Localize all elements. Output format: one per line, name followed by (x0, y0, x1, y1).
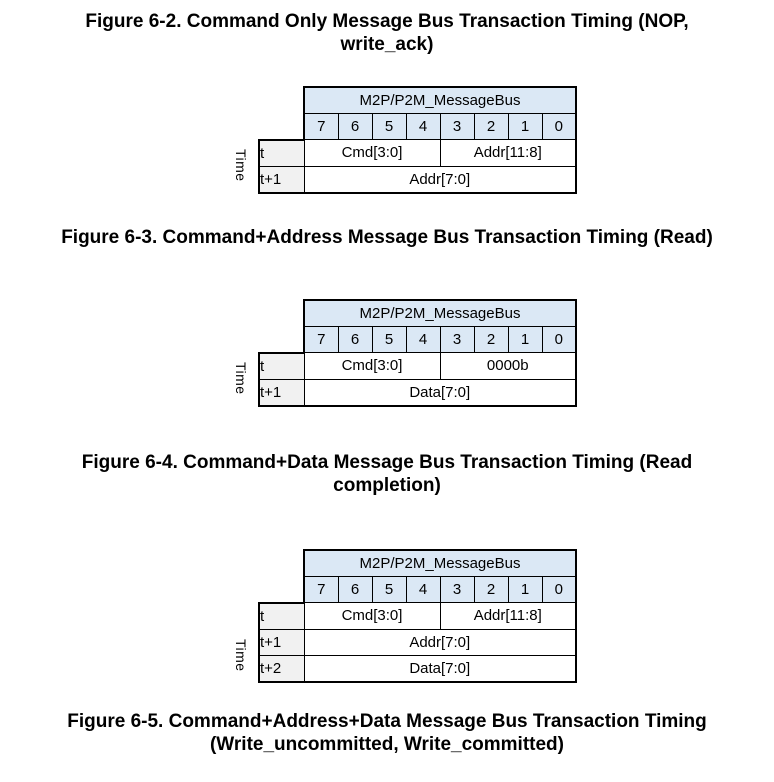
bit-cell: 7 (303, 576, 339, 603)
bit-cell: 6 (337, 576, 373, 603)
time-slot-cell: t (258, 601, 305, 630)
field-cell: Cmd[3:0] (303, 139, 441, 167)
caption-line: Figure 6-3. Command+Address Message Bus … (61, 227, 713, 248)
field-cell: Data[7:0] (303, 378, 577, 407)
time-slot-cell: t+1 (258, 165, 305, 194)
field-cell: Cmd[3:0] (303, 602, 441, 630)
corner-spacer (259, 300, 304, 327)
figure-6-3-caption: Figure 6-3. Command+Address Message Bus … (0, 226, 774, 249)
bus-name-row: M2P/P2M_MessageBus (259, 86, 577, 114)
bit-cell: 0 (541, 326, 577, 353)
bus-name-cell: M2P/P2M_MessageBus (303, 299, 577, 327)
bus-name-cell: M2P/P2M_MessageBus (303, 86, 577, 114)
corner-spacer (259, 87, 304, 114)
bit-cell: 4 (405, 326, 441, 353)
corner-spacer (259, 327, 304, 353)
figure-6-2-caption: Figure 6-2. Command Only Message Bus Tra… (0, 10, 774, 56)
time-slot-cell: t (258, 351, 305, 380)
caption-line: Figure 6-5. Command+Address+Data Message… (67, 711, 707, 732)
message-bus-table: M2P/P2M_MessageBus 7 6 5 4 3 2 1 0 t Cmd… (258, 549, 577, 683)
time-slot-cell: t+1 (258, 628, 305, 656)
bit-cell: 6 (337, 326, 373, 353)
bit-cell: 2 (473, 113, 509, 140)
table-row: t+1 Addr[7:0] (258, 628, 577, 656)
field-cell: Addr[7:0] (303, 165, 577, 194)
corner-spacer (259, 550, 304, 577)
caption-line: Figure 6-4. Command+Data Message Bus Tra… (81, 452, 693, 473)
field-cell: Addr[11:8] (439, 139, 577, 167)
bit-cell: 3 (439, 113, 475, 140)
timing-diagram-command-address: Time M2P/P2M_MessageBus 7 6 5 4 3 2 1 0 … (233, 299, 577, 407)
table-row: t+2 Data[7:0] (258, 654, 577, 683)
bit-index-row: 7 6 5 4 3 2 1 0 (259, 326, 577, 353)
bit-cell: 2 (473, 576, 509, 603)
table-row: t Cmd[3:0] 0000b (258, 351, 577, 380)
message-bus-table: M2P/P2M_MessageBus 7 6 5 4 3 2 1 0 t Cmd… (258, 299, 577, 407)
time-axis-label: Time (233, 362, 249, 395)
timing-diagram-command-address-data: Time M2P/P2M_MessageBus 7 6 5 4 3 2 1 0 … (233, 549, 577, 683)
field-cell: Addr[11:8] (439, 602, 577, 630)
bit-cell: 4 (405, 113, 441, 140)
figure-6-4-caption: Figure 6-4. Command+Data Message Bus Tra… (0, 451, 774, 497)
time-axis-label: Time (233, 149, 249, 182)
time-slot-cell: t+1 (258, 378, 305, 407)
figure-6-5-caption: Figure 6-5. Command+Address+Data Message… (0, 710, 774, 756)
bit-cell: 0 (541, 113, 577, 140)
bit-cell: 5 (371, 576, 407, 603)
time-axis-label: Time (233, 639, 249, 672)
caption-line: Figure 6-2. Command Only Message Bus Tra… (85, 11, 689, 32)
time-slot-cell: t (258, 138, 305, 167)
caption-line: (Write_uncommitted, Write_committed) (209, 734, 564, 755)
bus-name-row: M2P/P2M_MessageBus (259, 299, 577, 327)
time-slot-cell: t+2 (258, 654, 305, 683)
caption-line: completion) (333, 475, 441, 496)
bit-cell: 1 (507, 576, 543, 603)
bus-name-cell: M2P/P2M_MessageBus (303, 549, 577, 577)
bit-cell: 7 (303, 326, 339, 353)
bit-index-row: 7 6 5 4 3 2 1 0 (259, 576, 577, 603)
field-cell: Cmd[3:0] (303, 352, 441, 380)
bit-cell: 1 (507, 113, 543, 140)
bit-cell: 4 (405, 576, 441, 603)
message-bus-table: M2P/P2M_MessageBus 7 6 5 4 3 2 1 0 t Cmd… (258, 86, 577, 194)
corner-spacer (259, 577, 304, 603)
corner-spacer (259, 114, 304, 140)
bit-cell: 2 (473, 326, 509, 353)
field-cell: Addr[7:0] (303, 628, 577, 656)
bit-cell: 3 (439, 326, 475, 353)
field-cell: Data[7:0] (303, 654, 577, 683)
caption-line: write_ack) (340, 34, 434, 55)
bit-cell: 6 (337, 113, 373, 140)
bit-cell: 1 (507, 326, 543, 353)
bit-index-row: 7 6 5 4 3 2 1 0 (259, 113, 577, 140)
table-row: t+1 Data[7:0] (258, 378, 577, 407)
timing-diagram-command-only: Time M2P/P2M_MessageBus 7 6 5 4 3 2 1 0 … (233, 86, 577, 194)
table-row: t+1 Addr[7:0] (258, 165, 577, 194)
bit-cell: 7 (303, 113, 339, 140)
bit-cell: 3 (439, 576, 475, 603)
bit-cell: 0 (541, 576, 577, 603)
field-cell: 0000b (439, 352, 577, 380)
table-row: t Cmd[3:0] Addr[11:8] (258, 138, 577, 167)
bus-name-row: M2P/P2M_MessageBus (259, 549, 577, 577)
table-row: t Cmd[3:0] Addr[11:8] (258, 601, 577, 630)
bit-cell: 5 (371, 113, 407, 140)
bit-cell: 5 (371, 326, 407, 353)
